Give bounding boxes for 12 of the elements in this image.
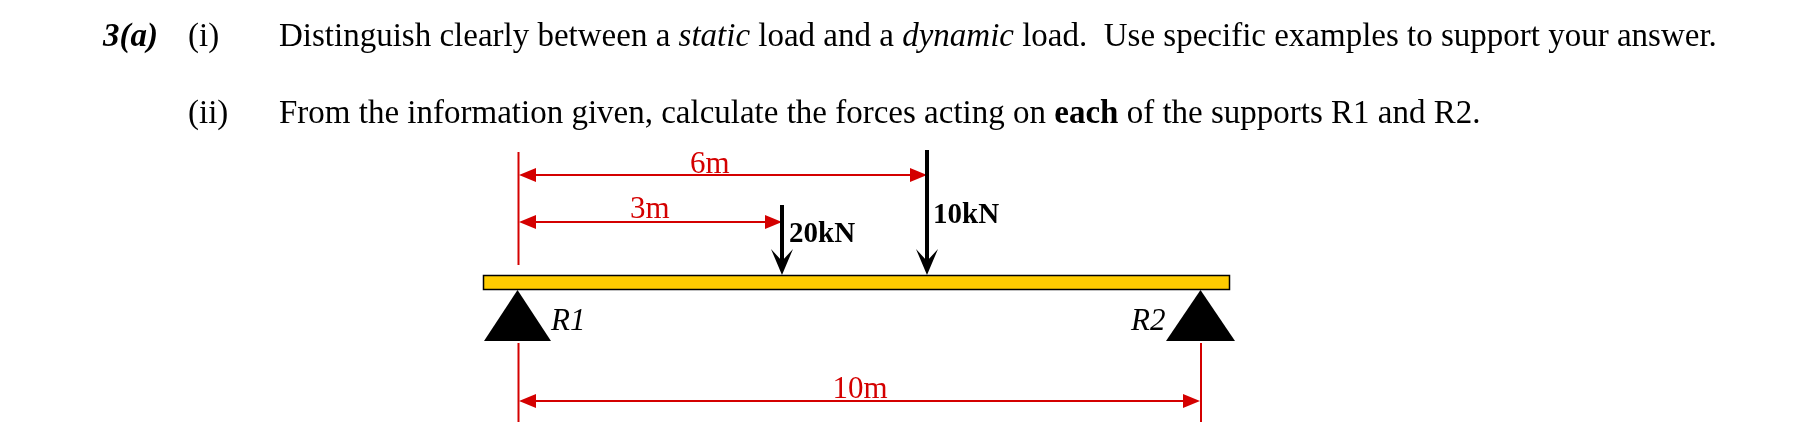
dimension-label: 3m — [630, 192, 670, 223]
dimension-label: 10m — [832, 372, 888, 403]
support-label: R2 — [1131, 304, 1166, 335]
question-number: 3(a) — [103, 19, 158, 52]
dimension-label: 6m — [690, 147, 730, 178]
item-marker: (ii) — [188, 96, 229, 129]
item-marker: (i) — [188, 19, 220, 52]
question-text: Distinguish clearly between a static load and a dynamic load. Use specific examples to support your answer. — [279, 19, 1717, 52]
force-label: 10kN — [933, 199, 1000, 228]
question-text: From the information given, calculate the forces acting on each of the supports R1 and R2. — [279, 96, 1481, 129]
force-label: 20kN — [789, 218, 856, 247]
support-label: R1 — [551, 304, 586, 335]
